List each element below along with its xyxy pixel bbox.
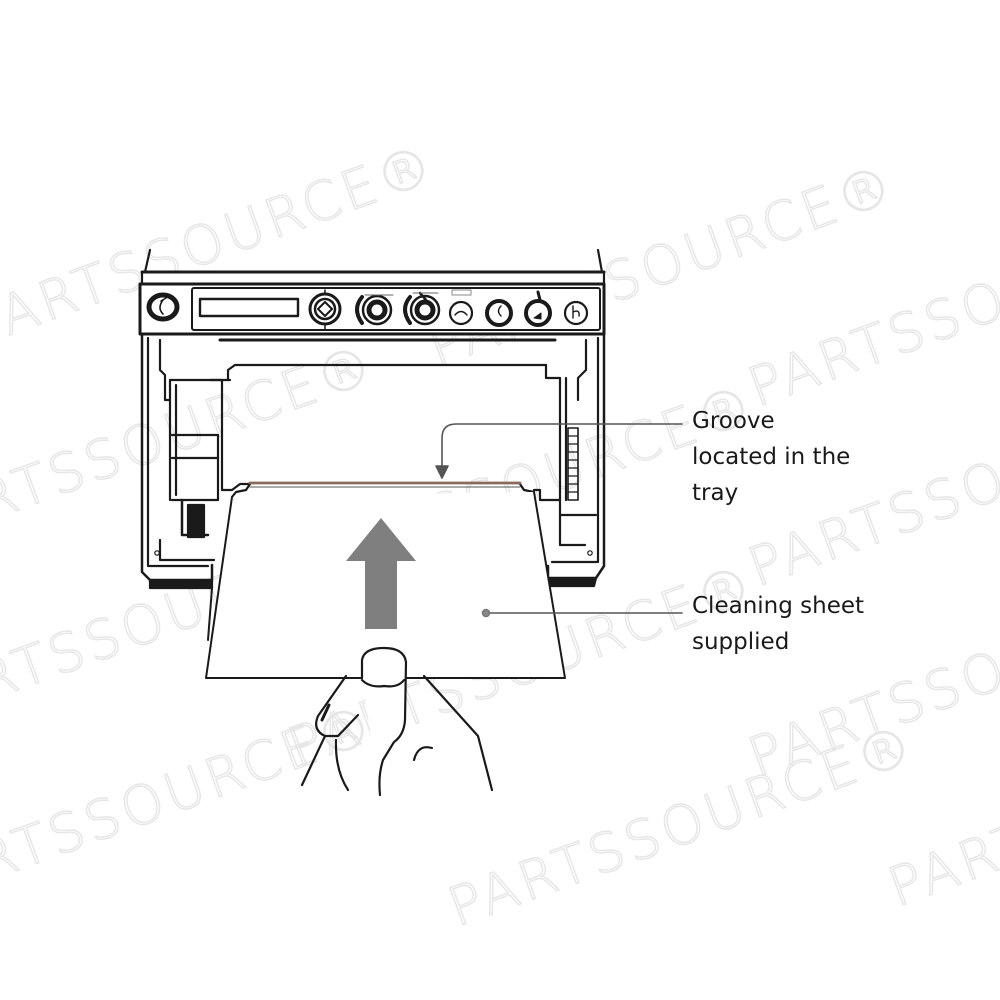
cleaning-sheet-callout-label: Cleaning sheet supplied: [692, 588, 864, 660]
callout-line: tray: [692, 480, 739, 506]
callout-line: located in the: [692, 444, 851, 470]
multi-dial-icon: [308, 289, 342, 331]
callout-line: supplied: [692, 629, 790, 655]
groove-callout-leader: [435, 423, 683, 479]
panel-button-icon: [524, 290, 552, 327]
paper-tray: [230, 481, 536, 499]
panel-button-icon: [448, 289, 474, 326]
panel-button-icon: [485, 299, 513, 327]
hand-holding-sheet-icon: [300, 646, 494, 797]
sheet-callout-leader: [481, 608, 683, 618]
brightness-knob-icon: [403, 291, 441, 326]
groove-callout-label: Groove located in the tray: [692, 403, 850, 511]
control-panel: [138, 282, 606, 342]
gear-rack: [567, 435, 579, 493]
arrow-up-icon: [346, 518, 416, 629]
callout-line: Cleaning sheet: [692, 593, 865, 619]
power-button-icon: [146, 292, 180, 322]
callout-line: Groove: [692, 408, 775, 434]
printer-top-housing: [140, 248, 606, 286]
contrast-knob-icon: [355, 294, 394, 326]
printer-left-side: [140, 332, 548, 641]
display-window: [198, 297, 300, 318]
panel-button-icon: [563, 300, 589, 326]
